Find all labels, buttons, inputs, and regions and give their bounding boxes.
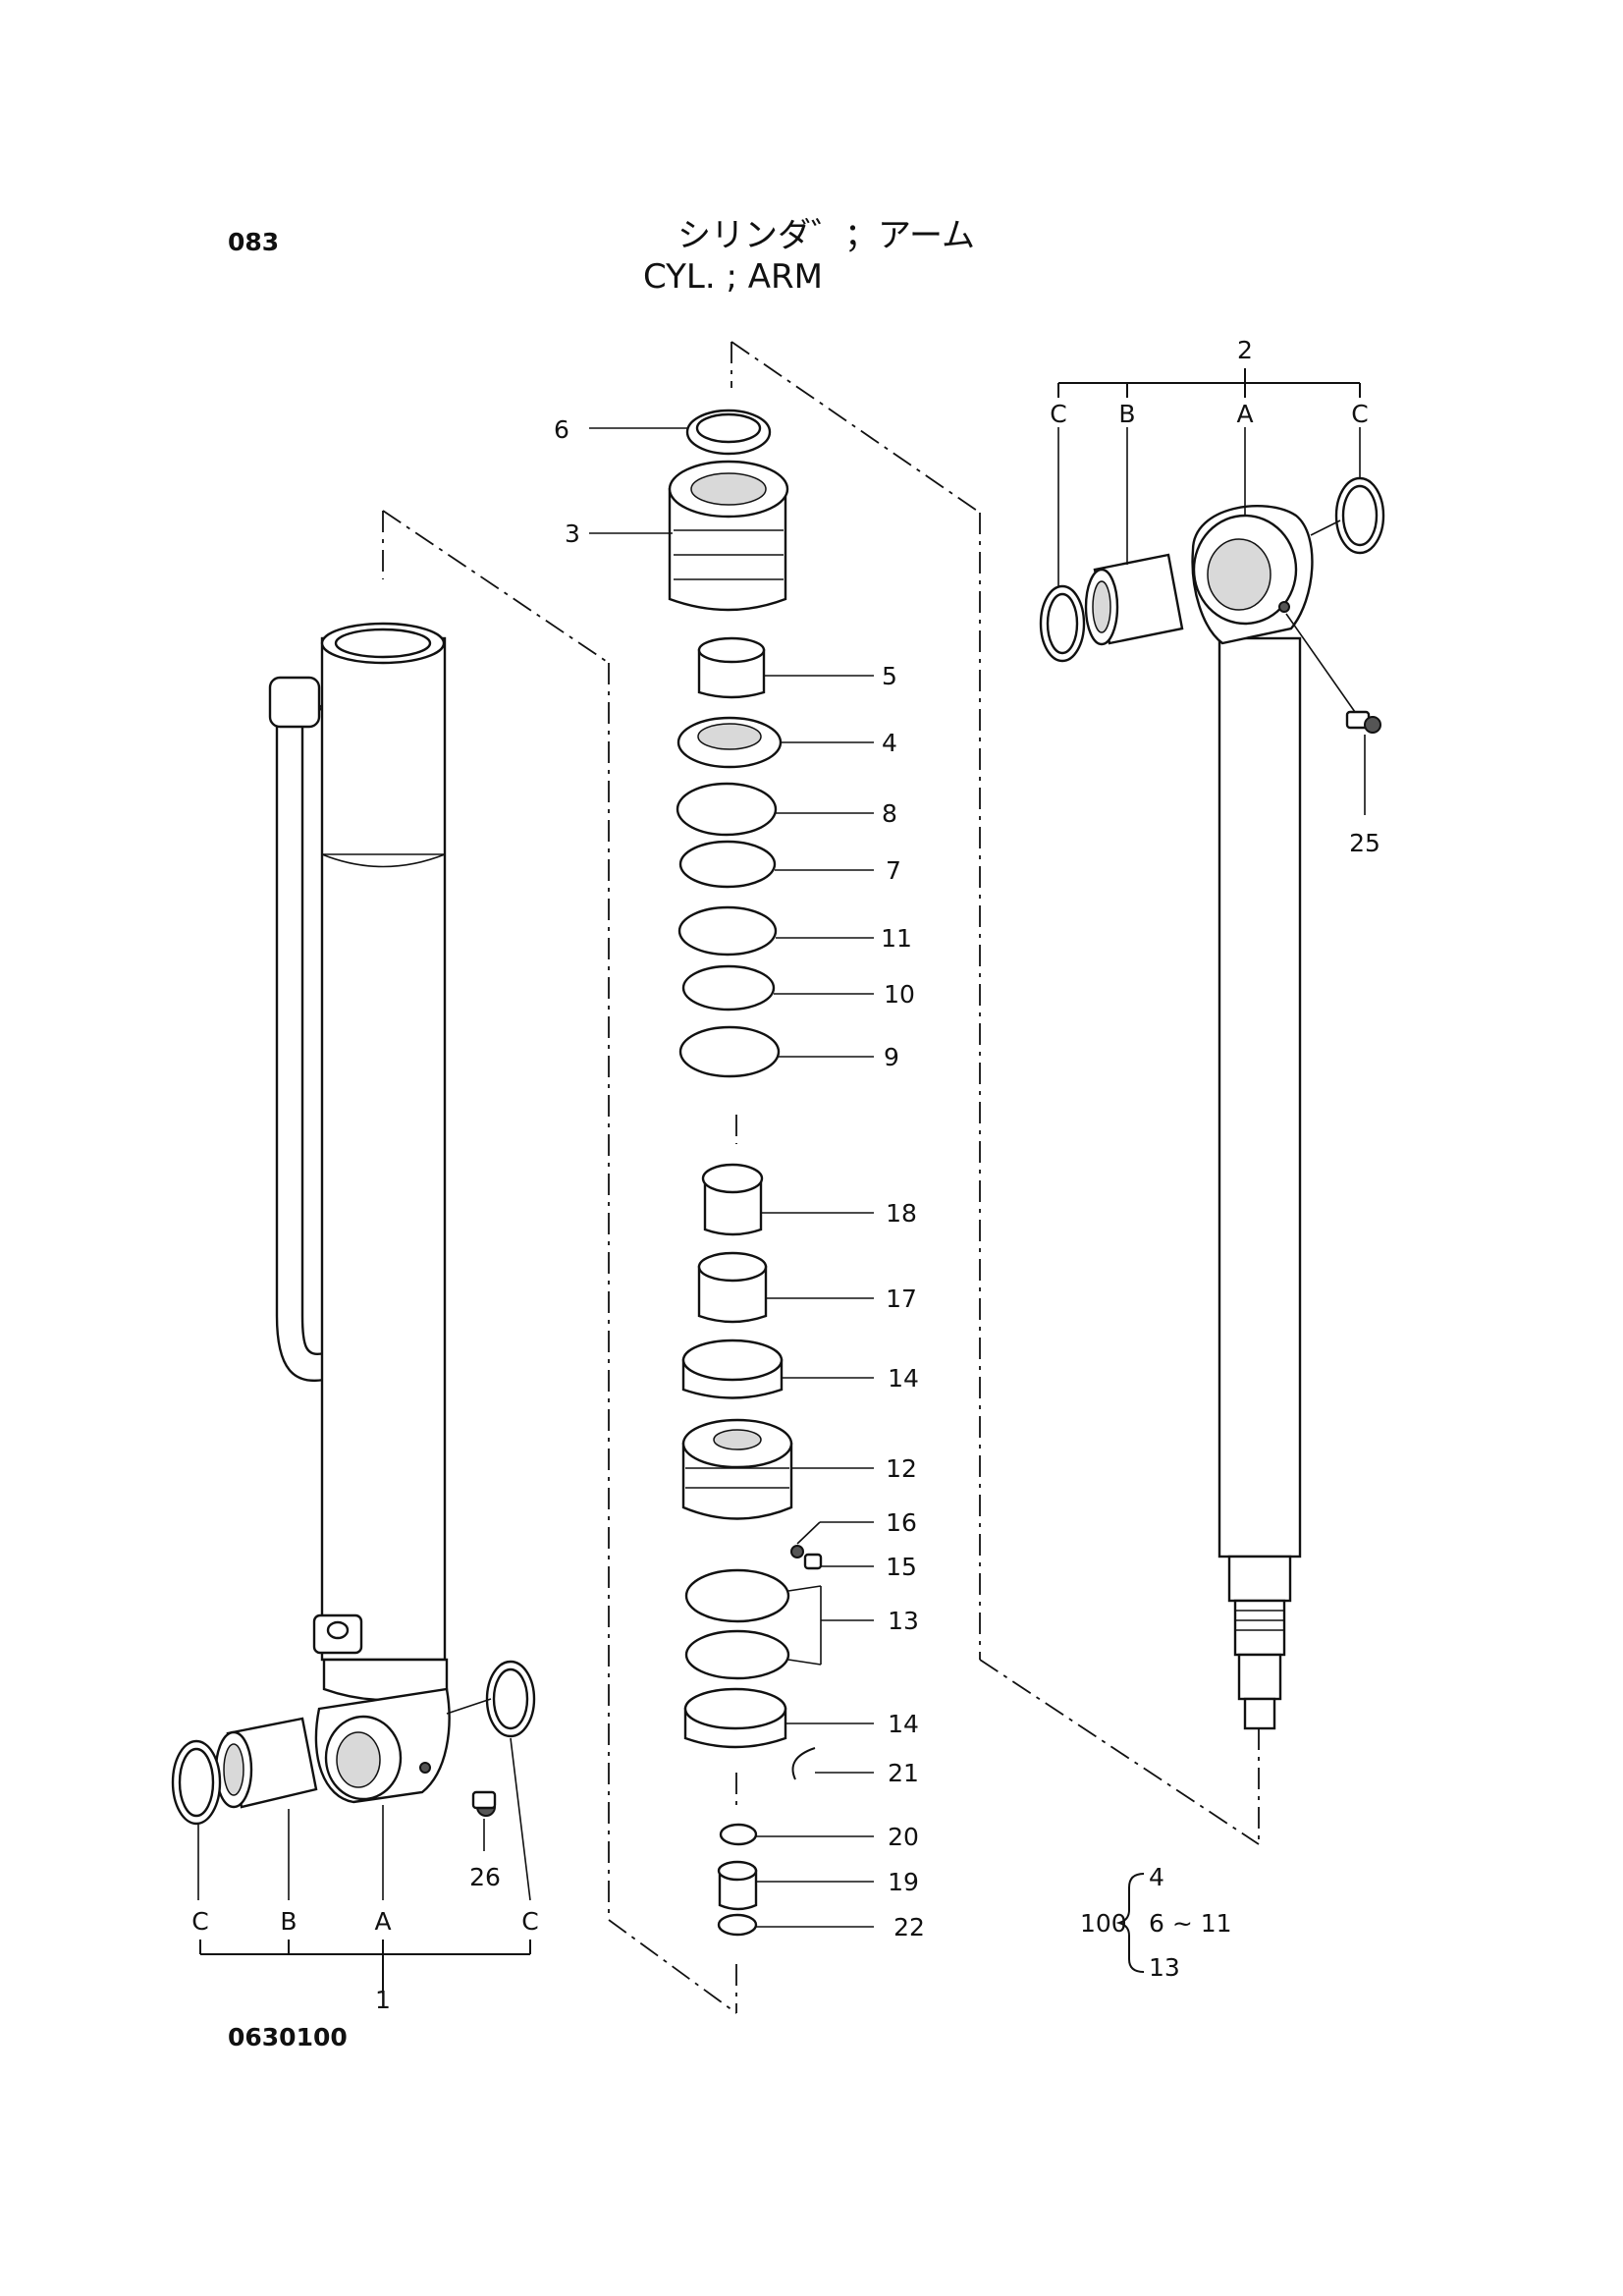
cylinder-tube-drawing (171, 622, 536, 1994)
sub-label-c-right-2: C (1351, 400, 1368, 428)
callout-16: 16 (886, 1508, 917, 1537)
explode-frame-right (730, 341, 1260, 2013)
callout-14-upper: 14 (888, 1364, 919, 1393)
callout-11: 11 (881, 924, 912, 953)
callout-10: 10 (884, 980, 915, 1009)
callout-9: 9 (884, 1043, 899, 1071)
callout-3: 3 (565, 519, 580, 548)
callout-8: 8 (882, 799, 897, 828)
kit-item-3: 13 (1149, 1953, 1180, 1982)
page-number: 083 (228, 228, 280, 256)
callout-2: 2 (1237, 336, 1253, 364)
callout-26: 26 (469, 1863, 501, 1891)
sub-label-b-left: B (280, 1907, 297, 1936)
sub-label-c-right-1: C (1050, 400, 1066, 428)
callout-19: 19 (888, 1868, 919, 1896)
kit-number: 100 (1080, 1909, 1127, 1938)
callout-17: 17 (886, 1285, 917, 1313)
explode-frame-left (382, 510, 737, 2014)
title-english: CYL. ; ARM (643, 257, 823, 297)
callout-labels: 6 3 5 4 8 7 11 10 9 18 17 14 12 16 15 13… (191, 336, 1380, 2014)
callout-14-lower: 14 (888, 1710, 919, 1738)
piston-rod-drawing (1039, 368, 1385, 1730)
kit-item-1: 4 (1149, 1863, 1164, 1891)
callout-21: 21 (888, 1759, 919, 1787)
sub-label-a-left: A (374, 1907, 391, 1936)
callout-20: 20 (888, 1823, 919, 1851)
callout-12: 12 (886, 1454, 917, 1483)
sub-label-c-left-2: C (521, 1907, 538, 1936)
exploded-parts-drawing (589, 409, 874, 1937)
callout-7: 7 (886, 856, 901, 885)
sub-label-b-right: B (1118, 400, 1135, 428)
callout-5: 5 (882, 662, 897, 690)
callout-1: 1 (375, 1986, 391, 2014)
sub-label-c-left-1: C (191, 1907, 208, 1936)
kit-item-2: 6 ~ 11 (1149, 1909, 1232, 1938)
callout-4: 4 (882, 729, 897, 757)
title-japanese: シリンダ゛；アーム (677, 216, 975, 255)
callout-25: 25 (1349, 829, 1380, 857)
callout-6: 6 (554, 415, 569, 444)
sub-label-a-right: A (1236, 400, 1253, 428)
kit-brace (1115, 1873, 1145, 1973)
callout-13: 13 (888, 1607, 919, 1635)
callout-15: 15 (886, 1553, 917, 1581)
callout-18: 18 (886, 1199, 917, 1228)
drawing-number: 0630100 (228, 2023, 348, 2051)
callout-22: 22 (893, 1913, 925, 1941)
